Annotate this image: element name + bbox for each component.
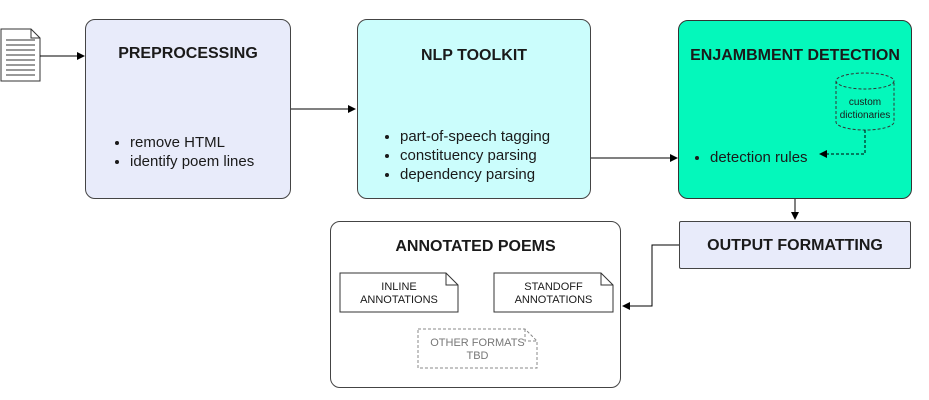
other-formats-label: OTHER FORMATS TBD	[430, 337, 525, 362]
standoff-annotations-label: STANDOFF ANNOTATIONS	[514, 281, 593, 306]
list-item: constituency parsing	[400, 146, 550, 165]
annotated-poems-title: ANNOTATED POEMS	[395, 238, 556, 255]
list-item: identify poem lines	[130, 152, 254, 171]
inline-annotations-label: INLINE ANNOTATIONS	[360, 281, 438, 306]
preprocessing-list: remove HTML identify poem lines	[110, 133, 254, 171]
enjambment-detection-title: ENJAMBMENT DETECTION	[690, 47, 900, 64]
arrow-output-to-annotated	[622, 244, 679, 310]
output-formatting-title: OUTPUT FORMATTING	[707, 237, 883, 254]
list-item: dependency parsing	[400, 165, 550, 184]
list-item: detection rules	[710, 148, 808, 167]
list-item: remove HTML	[130, 133, 254, 152]
preprocessing-title: PREPROCESSING	[118, 45, 258, 62]
dictionaries-label: custom dictionaries	[839, 97, 891, 121]
doc-fold	[524, 329, 537, 342]
enjambment-list: detection rules	[690, 148, 808, 167]
database-icon	[835, 72, 895, 131]
list-item: part-of-speech tagging	[400, 127, 550, 146]
doc-fold	[445, 273, 458, 286]
preprocessing-box: PREPROCESSING remove HTML identify poem …	[85, 19, 291, 199]
nlp-toolkit-box: NLP TOOLKIT part-of-speech tagging const…	[357, 19, 591, 199]
doc-fold	[600, 273, 613, 286]
arrow-dictionaries-to-rules	[819, 130, 866, 158]
standoff-annotations-doc	[493, 272, 614, 313]
nlp-toolkit-title: NLP TOOLKIT	[420, 47, 528, 64]
output-formatting-box: OUTPUT FORMATTING	[679, 221, 911, 269]
nlp-toolkit-list: part-of-speech tagging constituency pars…	[380, 127, 550, 184]
document-icon	[0, 28, 41, 82]
other-formats-doc	[417, 328, 538, 369]
inline-annotations-doc	[339, 272, 459, 313]
